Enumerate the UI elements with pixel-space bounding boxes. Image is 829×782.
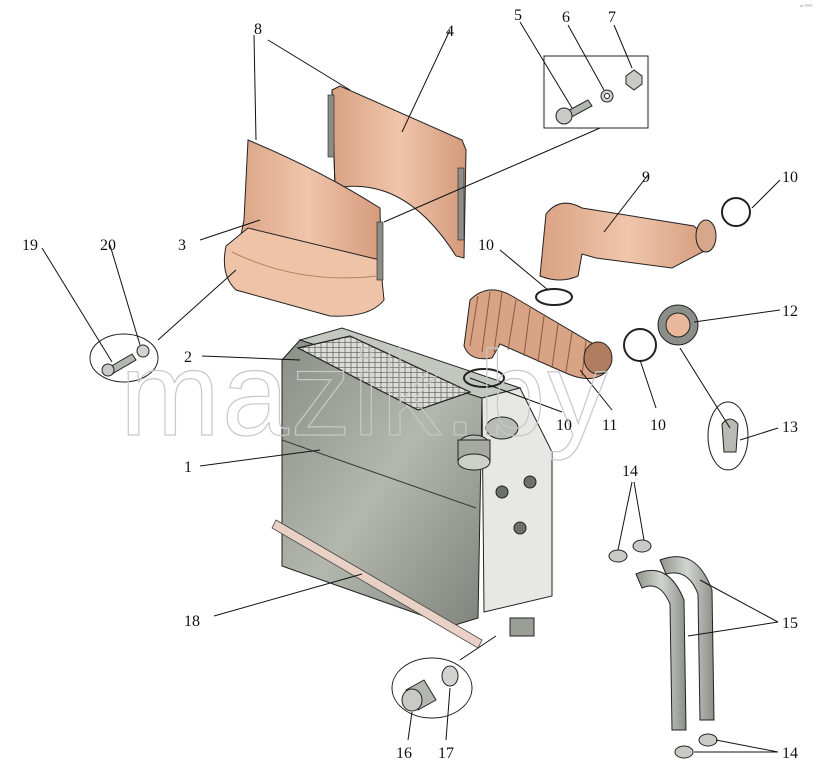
callout-16: 16: [396, 745, 412, 762]
callout-10-top-right: 10: [782, 169, 798, 186]
callout-6: 6: [562, 9, 570, 26]
part-12-grommet: [657, 304, 699, 346]
part-4-rear-panel: [327, 85, 467, 259]
callout-2: 2: [184, 349, 192, 366]
callout-3: 3: [178, 237, 186, 254]
part-16-17-drain-plug: [391, 657, 473, 719]
callout-15: 15: [782, 615, 798, 632]
part-19-20-bolt-washer: [89, 333, 159, 383]
leader-lines: [41, 21, 781, 753]
part-11-corrugated-hose: [463, 289, 613, 379]
callout-10-mid: 10: [556, 417, 572, 434]
part-10-hose-clamps: [463, 197, 751, 388]
part-5-6-7-fastener-set: [543, 55, 649, 129]
callout-11: 11: [602, 417, 617, 434]
callout-14-upper: 14: [622, 463, 638, 480]
callout-18: 18: [184, 613, 200, 630]
part-3-front-casing: [223, 139, 385, 317]
part-9-elbow-duct: [539, 202, 717, 281]
callout-8: 8: [254, 21, 262, 38]
callout-labels: 5 6 7 8 4 9 10 3 10 19 20 12 2 10 11 10 …: [22, 7, 798, 762]
part-13-fitting: [707, 401, 749, 471]
callout-19: 19: [22, 237, 38, 254]
callout-1: 1: [184, 459, 192, 476]
callout-7: 7: [608, 9, 616, 26]
part-15-pipes: [635, 556, 715, 731]
callout-20: 20: [100, 237, 116, 254]
callout-13: 13: [782, 419, 798, 436]
corner-mark: ᵖʳ ⁰⁰⁰⁰: [800, 4, 813, 10]
callout-5: 5: [514, 7, 522, 24]
callout-12: 12: [782, 303, 798, 320]
callout-10-right: 10: [650, 417, 666, 434]
callout-9: 9: [642, 169, 650, 186]
callout-14-lower: 14: [782, 745, 798, 762]
part-14-pipe-clamps: [608, 539, 718, 759]
watermark-text: mazik.by: [120, 327, 609, 461]
part-2-heater-core: [296, 335, 472, 411]
callout-4: 4: [446, 23, 454, 40]
callout-17: 17: [438, 745, 454, 762]
callout-10-upper: 10: [478, 237, 494, 254]
